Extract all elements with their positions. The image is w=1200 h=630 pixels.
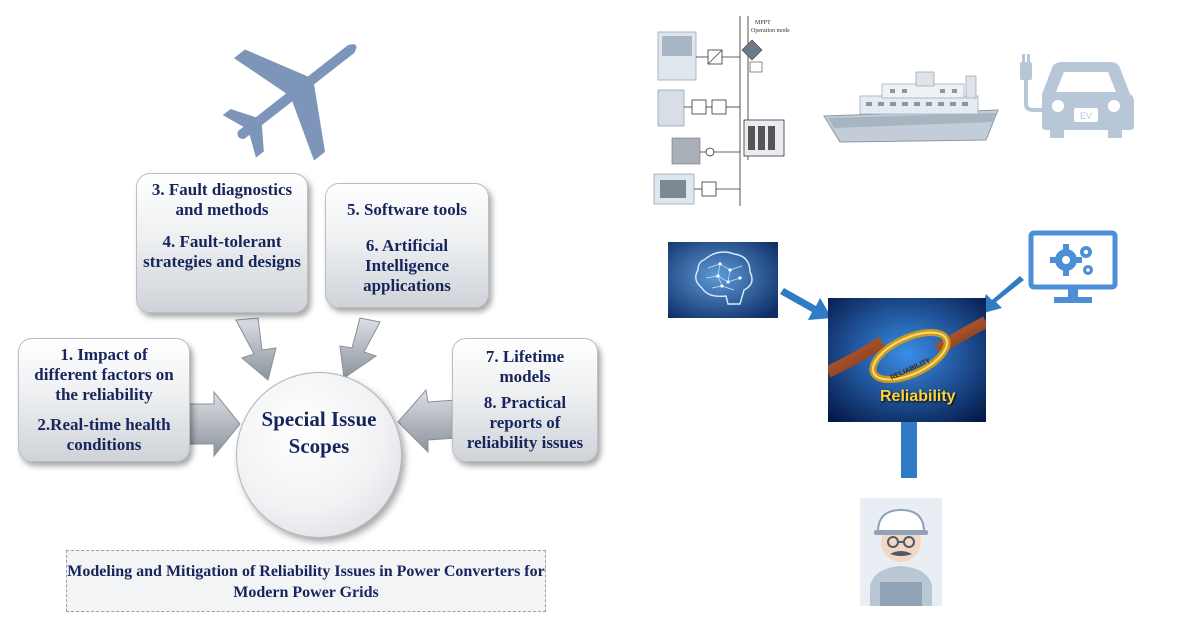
schematic-subtitle: Operation mode: [751, 28, 790, 34]
engineer-icon: [860, 498, 942, 606]
reliability-label: Reliability: [880, 388, 956, 405]
reliability-arrows: [780, 276, 1024, 478]
arrow-monitor-to-reliability: [980, 276, 1024, 314]
electric-car-icon: EV: [1020, 54, 1134, 138]
arrow-top-right: [339, 317, 381, 379]
center-line-2: Issue: [330, 407, 377, 431]
arrow-ai-to-reliability: [780, 288, 832, 320]
center-line-3: Scopes: [288, 434, 350, 458]
ai-brain-icon: [668, 242, 778, 318]
scope-6: 6. Artificial Intelligence applications: [363, 236, 451, 295]
arrow-left: [187, 390, 241, 458]
scope-5: 5. Software tools: [346, 200, 468, 219]
center-line-1: Special: [261, 407, 326, 431]
scope-box-top-left: 3. Fault diagnostics and methods 4. Faul…: [136, 173, 308, 313]
scope-arrows: [187, 317, 457, 458]
issue-title-line-2: Converters for Modern Power Grids: [233, 563, 545, 601]
scope-box-left: 1. Impact of different factors on the re…: [18, 338, 190, 462]
scope-box-right: 7. Lifetime models 8. Practical reports …: [452, 338, 598, 462]
scope-8: 8. Practical reports of reliability issu…: [466, 393, 584, 452]
scope-3: 3. Fault diagnostics and methods: [151, 180, 293, 219]
scope-box-top-right: 5. Software tools 6. Artificial Intellig…: [325, 183, 489, 308]
pv-schematic-diagram: MPPT Operation mode: [650, 10, 800, 210]
reliability-chain-icon: RELIABILITY: [828, 298, 986, 422]
scope-1: 1. Impact of different factors on the re…: [34, 345, 174, 404]
ship-icon: [823, 71, 999, 143]
ev-label: EV: [1080, 111, 1092, 121]
scope-7: 7. Lifetime models: [485, 347, 565, 386]
arrow-right: [397, 388, 457, 454]
arrow-top-left: [235, 317, 277, 381]
schematic-title: MPPT: [755, 20, 771, 26]
special-issue-scopes-circle: Special Issue Scopes: [236, 372, 402, 538]
arrow-engineer-to-reliability: [901, 420, 917, 478]
issue-title-line-1: Modeling and Mitigation of Reliability I…: [67, 563, 440, 580]
scope-4: 4. Fault-tolerant strategies and designs: [143, 232, 301, 271]
gear-monitor-icon: [1028, 230, 1118, 303]
scope-2: 2.Real-time health conditions: [37, 415, 171, 454]
issue-title-banner: Modeling and Mitigation of Reliability I…: [66, 550, 546, 612]
airplane-icon: [222, 44, 357, 161]
